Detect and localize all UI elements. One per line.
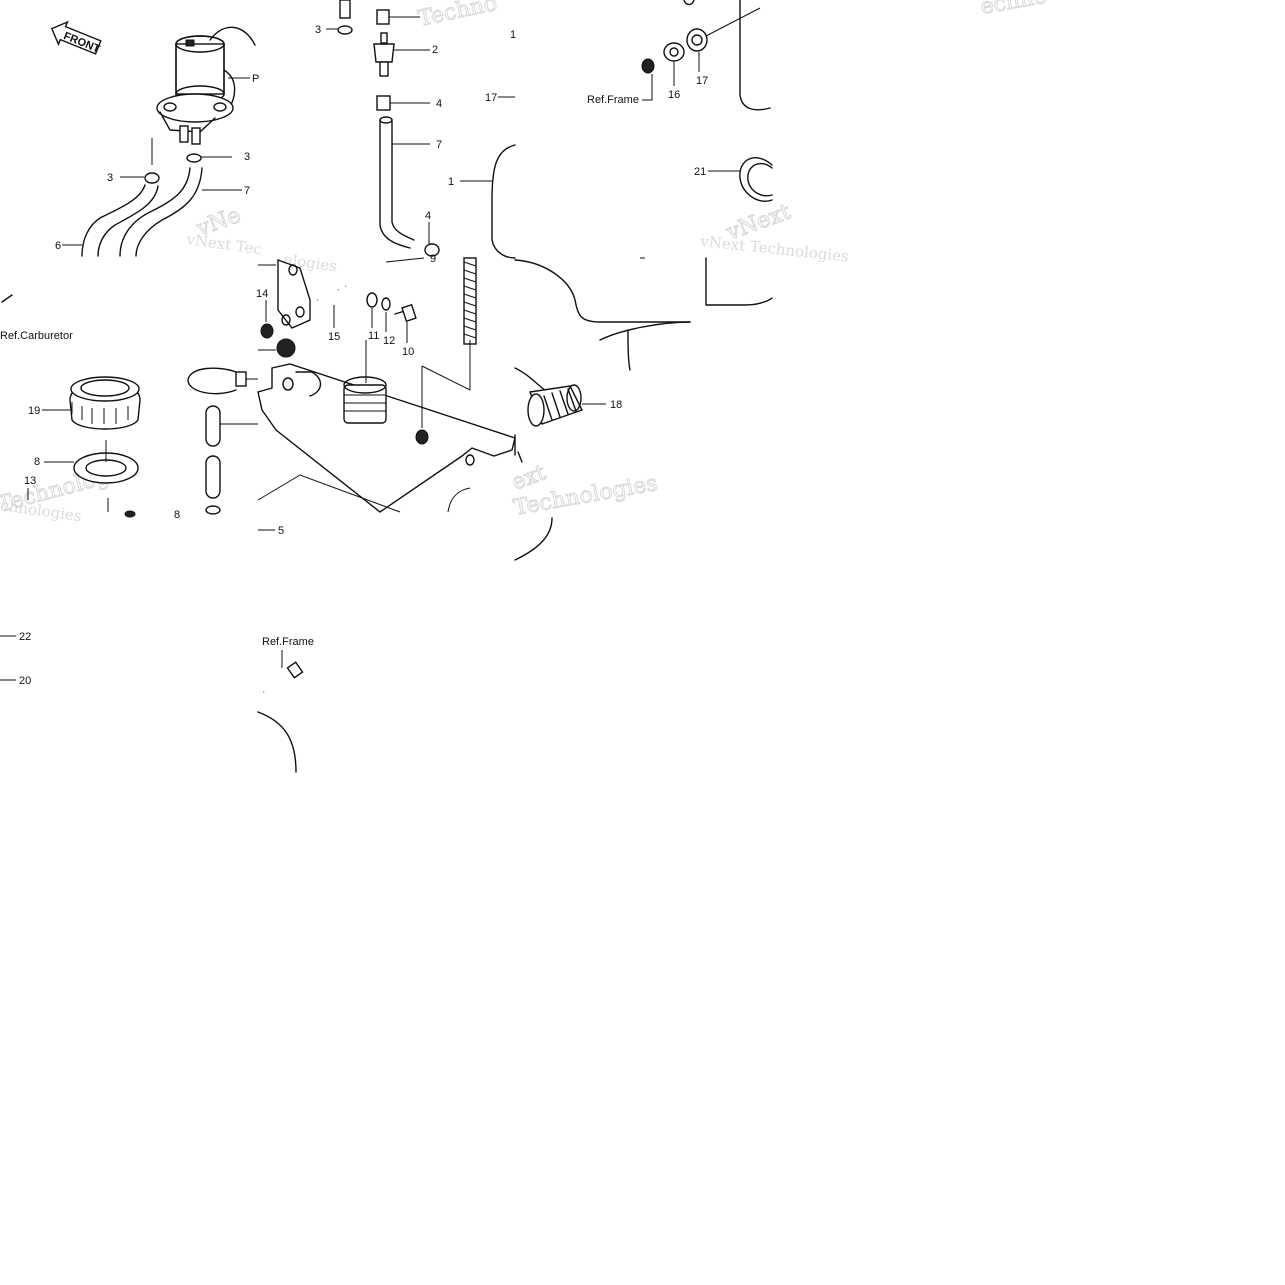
callout-number: 4 (425, 210, 431, 222)
callout-number: 15 (328, 331, 340, 343)
tank-base-plate (257, 340, 523, 513)
callout-number: 13 (24, 475, 36, 487)
mounting-bracket (258, 259, 311, 329)
fuel-strainer: 18 (527, 384, 622, 427)
callout-number: 7 (436, 139, 442, 151)
bolt-and-washers: 9 15 11 12 10 14 (256, 253, 436, 358)
frame-bolt: Ref.Frame (257, 636, 314, 773)
filler-cap: 19 (28, 376, 141, 430)
callout-number: 18 (610, 399, 622, 411)
ref-label: Ref.Frame (262, 636, 314, 648)
callout-number: 12 (383, 335, 395, 347)
callout-number: 7 (244, 185, 250, 197)
front-arrow-icon: FRONT (50, 20, 102, 56)
fuel-tank: 1 (448, 0, 773, 561)
hose-clamp: 3 3 (107, 138, 250, 184)
watermark-text: vNext Tec (184, 230, 263, 259)
watermark-layer: vNext Tec vNext Technologies Technologie… (0, 0, 1049, 525)
callout-number: 5 (278, 525, 284, 537)
callout-number: 1 (510, 29, 516, 41)
watermark-text: Techno (416, 0, 499, 32)
callout-number: 20 (19, 675, 31, 687)
callout-number: 19 (28, 405, 40, 417)
callout-number: 6 (55, 240, 61, 252)
callout-number: 2 (432, 44, 438, 56)
callout-number: 17 (696, 75, 708, 87)
watermark-text: vNext Technologies (699, 232, 850, 266)
mounting-hardware: 16 17 Ref.Frame 17 (485, 0, 761, 106)
threaded-pipe (463, 257, 477, 345)
callout-number: 10 (402, 346, 414, 358)
fuel-filter-assembly: 3 1 2 4 7 4 (315, 0, 516, 257)
ref-label: Ref.Frame (587, 94, 639, 106)
callout-number: P (252, 73, 259, 85)
ref-label: Ref.Carburetor (0, 330, 73, 342)
callout-number: 8 (34, 456, 40, 468)
callout-number: 3 (244, 151, 250, 163)
callout-number: 4 (436, 98, 442, 110)
callout-number: 17 (485, 92, 497, 104)
callout-number: 11 (368, 330, 379, 342)
callout-number: 21 (694, 166, 706, 178)
filler-gasket: 8 13 8 (24, 440, 180, 521)
fuel-hose: 7 6 (55, 167, 250, 257)
callout-number: 16 (668, 89, 680, 101)
callout-number: 1 (448, 176, 454, 188)
callout-number: 3 (315, 24, 321, 36)
part-5-leader: 5 (258, 525, 284, 537)
fuel-pump: P (156, 26, 259, 145)
hose-clamp-ring: 21 (694, 157, 773, 202)
part-leaders-lower-left: 22 20 (0, 631, 31, 687)
carburetor-reference: Ref.Carburetor (0, 294, 73, 342)
callout-number: 9 (430, 253, 436, 265)
callout-number: 22 (19, 631, 31, 643)
clip-and-hoses (187, 338, 296, 515)
watermark-text: echno (979, 0, 1049, 20)
callout-number: 14 (256, 288, 268, 300)
callout-number: 3 (107, 172, 113, 184)
callout-number: 8 (174, 509, 180, 521)
